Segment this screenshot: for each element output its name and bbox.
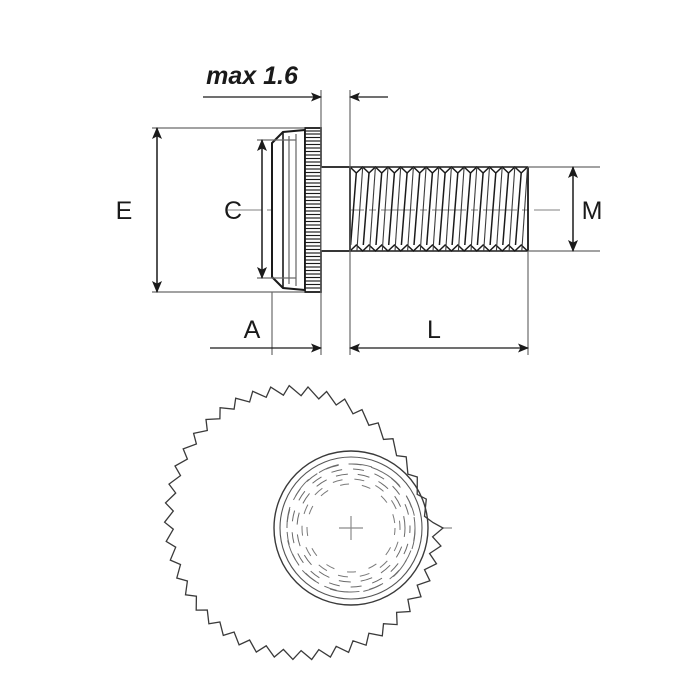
dimension-label-C: C [224,197,242,225]
plan-center-mark [339,516,363,540]
dimension-label-max: max 1.6 [206,62,299,90]
shoulder-section [321,166,351,252]
dimension-label-M: M [582,197,603,225]
dimension-max: max 1.6 [203,62,388,102]
plan-serrated-outline [163,384,445,661]
dimension-M: M [568,166,603,252]
extension-lines [152,90,600,355]
dimension-label-A: A [244,316,261,344]
plan-head-outer-circle [273,450,429,606]
dimension-label-E: E [116,197,133,225]
end-plan-view [163,384,452,661]
dimension-C: C [224,139,267,279]
plan-head-inner-circle [279,456,423,600]
head-knurl-band [304,127,322,293]
side-elevation-view: max 1.6 E C M A [116,62,603,355]
dimension-label-L: L [427,316,441,344]
dimension-A: A [210,316,322,353]
threaded-shank [349,165,529,253]
dimension-L: L [349,316,529,353]
head-profile [271,128,306,292]
plan-knurl-radial-ticks [286,463,416,593]
dimension-E: E [116,127,162,293]
